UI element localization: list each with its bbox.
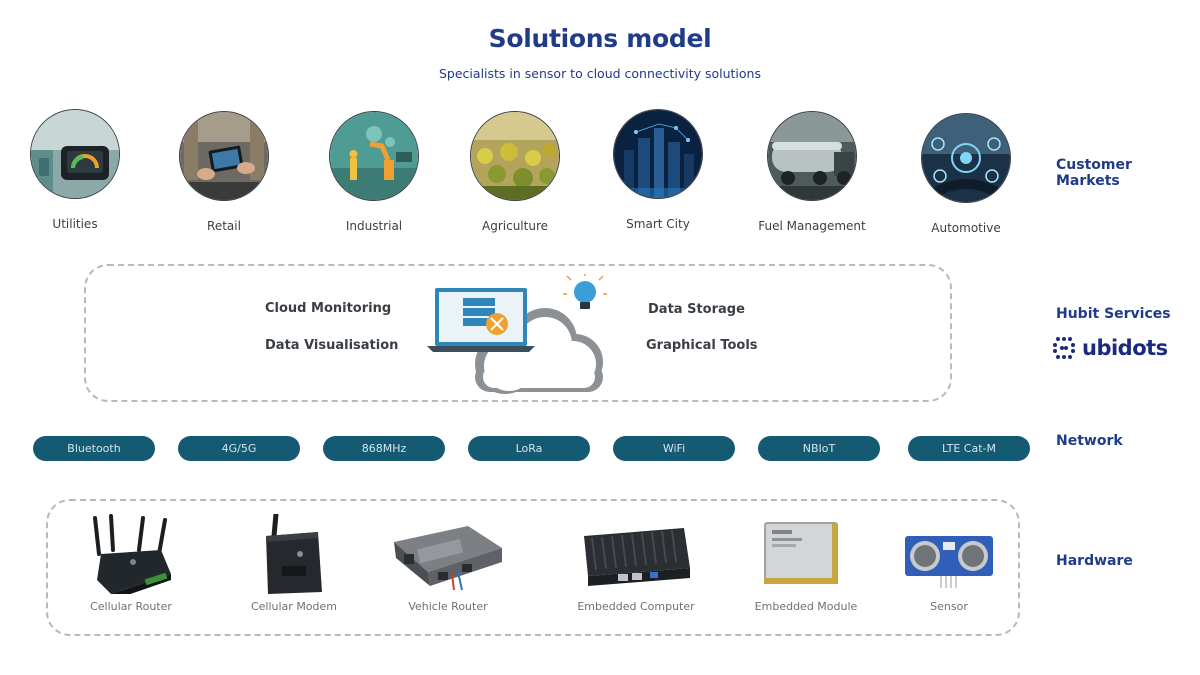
service-cloud-monitoring: Cloud Monitoring bbox=[265, 301, 392, 316]
crop-field-photo-icon bbox=[470, 111, 560, 201]
hardware-sensor[interactable]: Sensor bbox=[879, 514, 1019, 613]
market-label: Smart City bbox=[626, 217, 690, 231]
city-network-photo-icon bbox=[613, 109, 703, 199]
market-utilities[interactable]: Utilities bbox=[5, 109, 145, 231]
car-dashboard-photo-icon bbox=[921, 113, 1011, 203]
network-pill-wifi: WiFi bbox=[613, 436, 735, 461]
service-data-visualisation: Data Visualisation bbox=[265, 338, 399, 353]
page-subtitle: Specialists in sensor to cloud connectiv… bbox=[439, 66, 761, 81]
market-agriculture[interactable]: Agriculture bbox=[445, 111, 585, 233]
hardware-label-heading: Hardware bbox=[1056, 553, 1133, 569]
embedded-computer-icon bbox=[566, 514, 706, 594]
market-label: Utilities bbox=[52, 217, 98, 231]
cellular-router-icon bbox=[61, 514, 201, 600]
market-retail[interactable]: Retail bbox=[154, 111, 294, 233]
network-pill-nbiot: NBIoT bbox=[758, 436, 880, 461]
customer-markets-label: Customer Markets bbox=[1056, 157, 1132, 189]
services-box bbox=[84, 264, 952, 402]
ubidots-logo: ubidots bbox=[1052, 336, 1168, 360]
network-label: Network bbox=[1056, 433, 1123, 449]
vehicle-router-icon bbox=[378, 514, 518, 594]
network-pill-lte-cat-m: LTE Cat-M bbox=[908, 436, 1030, 461]
hardware-embedded-computer[interactable]: Embedded Computer bbox=[566, 514, 706, 613]
hardware-label: Embedded Module bbox=[754, 600, 858, 613]
market-automotive[interactable]: Automotive bbox=[896, 113, 1036, 235]
service-data-storage: Data Storage bbox=[648, 302, 745, 317]
market-label: Retail bbox=[207, 219, 241, 233]
ultrasonic-sensor-icon bbox=[879, 514, 1019, 594]
tablet-warehouse-photo-icon bbox=[179, 111, 269, 201]
market-label: Agriculture bbox=[482, 219, 548, 233]
fuel-tanker-photo-icon bbox=[767, 111, 857, 201]
market-label: Fuel Management bbox=[758, 219, 866, 233]
cellular-modem-icon bbox=[224, 511, 364, 594]
hardware-label: Sensor bbox=[930, 600, 968, 613]
hardware-label: Vehicle Router bbox=[408, 600, 488, 613]
market-fuel-management[interactable]: Fuel Management bbox=[742, 111, 882, 233]
hardware-label: Cellular Modem bbox=[250, 600, 338, 613]
hardware-label: Embedded Computer bbox=[577, 600, 695, 613]
market-smart-city[interactable]: Smart City bbox=[588, 109, 728, 231]
network-pill-4g5g: 4G/5G bbox=[178, 436, 300, 461]
service-graphical-tools: Graphical Tools bbox=[646, 338, 758, 353]
ubidots-wordmark: ubidots bbox=[1082, 336, 1168, 360]
robot-arm-factory-photo-icon bbox=[329, 111, 419, 201]
hardware-cellular-router[interactable]: Cellular Router bbox=[61, 514, 201, 613]
laptop-cloud-lightbulb-icon bbox=[425, 272, 615, 402]
hardware-vehicle-router[interactable]: Vehicle Router bbox=[378, 514, 518, 613]
smart-meter-photo-icon bbox=[30, 109, 120, 199]
network-pill-868mhz: 868MHz bbox=[323, 436, 445, 461]
hardware-cellular-modem[interactable]: Cellular Modem bbox=[224, 511, 364, 613]
hardware-box bbox=[46, 499, 1020, 636]
page-title: Solutions model bbox=[488, 24, 712, 53]
ubidots-dots-icon bbox=[1053, 337, 1075, 359]
market-industrial[interactable]: Industrial bbox=[304, 111, 444, 233]
hardware-embedded-module[interactable]: Embedded Module bbox=[736, 514, 876, 613]
network-pill-lora: LoRa bbox=[468, 436, 590, 461]
network-pill-bluetooth: Bluetooth bbox=[33, 436, 155, 461]
hubit-services-label: Hubit Services bbox=[1056, 306, 1171, 322]
market-label: Automotive bbox=[931, 221, 1001, 235]
embedded-module-icon bbox=[736, 514, 876, 594]
market-label: Industrial bbox=[345, 219, 403, 233]
hardware-label: Cellular Router bbox=[90, 600, 172, 613]
